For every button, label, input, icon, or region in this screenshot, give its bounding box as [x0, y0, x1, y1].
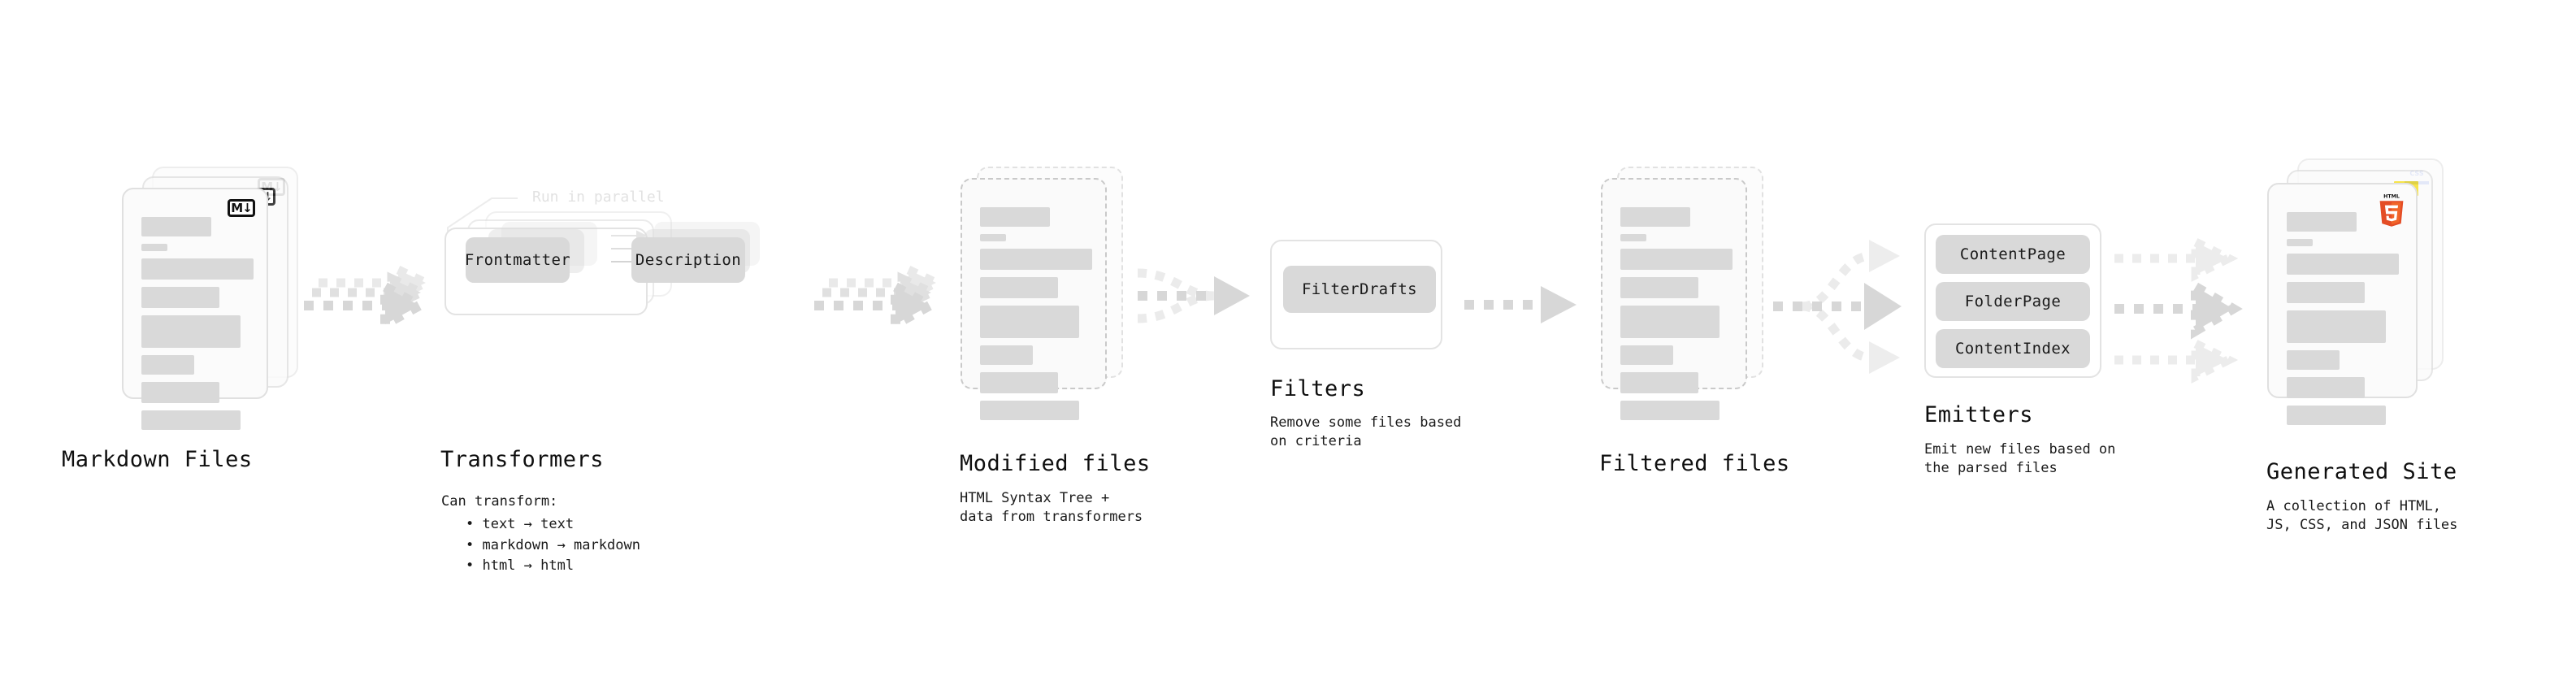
stage-modified-files: Modified files HTML Syntax Tree + data f…: [960, 167, 1150, 525]
transformer-pill-description[interactable]: Description: [631, 237, 745, 283]
emitter-pill-contentindex[interactable]: ContentIndex: [1936, 329, 2090, 368]
dashed-arrow-icon: [1464, 286, 1576, 323]
triple-dashed-arrow-icon: [814, 262, 947, 333]
file-content-lines: [1620, 207, 1733, 427]
fan-out-arrow-icon: [1773, 240, 1902, 374]
html5-icon: HTML: [2379, 194, 2404, 227]
triple-dashed-arrow-icon: [2114, 235, 2243, 384]
transformers-bullet-list: • text → text • markdown → markdown • ht…: [466, 514, 640, 577]
transformer-pill-frontmatter-label: Frontmatter: [464, 251, 571, 269]
filtered-file-stack: [1601, 167, 1780, 420]
filter-pill-filterdrafts[interactable]: FilterDrafts: [1283, 266, 1436, 313]
connector-markdown-to-transformers: [302, 262, 436, 341]
emitter-pill-contentindex-label: ContentIndex: [1954, 340, 2071, 358]
connector-filtered-to-emitters: [1772, 236, 1914, 378]
transformer-pill-frontmatter[interactable]: Frontmatter: [464, 237, 571, 283]
connector-transformers-to-modified: [813, 262, 947, 341]
generated-site-subtitle-line2: JS, CSS, and JSON files: [2266, 517, 2458, 533]
transformers-bullet-2: • html → html: [466, 557, 575, 574]
emitters-subtitle-line1: Emit new files based on: [1924, 441, 2116, 458]
stage-title-filters: Filters: [1270, 376, 1366, 401]
transformers-bullet-0: • text → text: [466, 516, 575, 532]
stage-title-transformers: Transformers: [440, 447, 605, 472]
merge-arrow-icon: [1137, 268, 1250, 323]
emitter-pill-folderpage-label: FolderPage: [1964, 293, 2062, 310]
stage-generated-site: CSS HTML: [2266, 158, 2457, 533]
modified-files-subtitle-line2: data from transformers: [960, 509, 1143, 525]
modified-files-subtitle-line1: HTML Syntax Tree +: [960, 490, 1110, 506]
markdown-file-stack: M↓ M↓ M↓: [122, 167, 301, 430]
transformers-bullet-1: • markdown → markdown: [466, 536, 640, 553]
file-content-lines: [980, 207, 1092, 427]
file-card-front: [1601, 178, 1747, 420]
emitter-pill-contentpage-label: ContentPage: [1959, 245, 2066, 263]
file-content-lines: [2287, 212, 2401, 432]
stage-title-filtered-files: Filtered files: [1599, 451, 1790, 476]
filters-subtitle-line1: Remove some files based: [1270, 414, 1462, 431]
stage-markdown-files: M↓ M↓ M↓ Markdown Files: [62, 167, 301, 472]
connector-emitters-to-site: [2113, 235, 2251, 384]
transformers-lead-in: Can transform:: [441, 493, 558, 510]
file-card-front: M↓: [122, 188, 268, 430]
stage-title-markdown-files: Markdown Files: [62, 447, 253, 472]
stage-title-modified-files: Modified files: [960, 451, 1151, 476]
modified-file-stack: [961, 167, 1139, 420]
file-card-front: [961, 178, 1107, 420]
transformer-pill-description-label: Description: [635, 251, 742, 269]
triple-dashed-arrow-icon: [304, 262, 436, 333]
stage-title-generated-site: Generated Site: [2266, 459, 2457, 484]
run-in-parallel-hint: Run in parallel: [532, 189, 665, 206]
stage-filtered-files: Filtered files: [1599, 167, 1789, 476]
emitter-pill-contentpage[interactable]: ContentPage: [1936, 235, 2090, 274]
markdown-icon: M↓: [228, 199, 255, 217]
file-content-lines: [141, 217, 254, 437]
emitter-pill-folderpage[interactable]: FolderPage: [1936, 282, 2090, 321]
generated-site-subtitle-line1: A collection of HTML,: [2266, 498, 2441, 514]
svg-text:HTML: HTML: [2383, 194, 2400, 200]
filters-subtitle-line2: on criteria: [1270, 433, 1362, 449]
connector-filters-to-filtered: [1463, 284, 1585, 333]
file-card-html: HTML: [2267, 183, 2418, 425]
generated-site-stack: CSS HTML: [2267, 158, 2454, 425]
emitters-subtitle-line2: the parsed files: [1924, 460, 2058, 476]
connector-modified-to-filters: [1136, 258, 1266, 348]
stage-title-emitters: Emitters: [1924, 402, 2034, 427]
filter-pill-filterdrafts-label: FilterDrafts: [1301, 280, 1418, 298]
